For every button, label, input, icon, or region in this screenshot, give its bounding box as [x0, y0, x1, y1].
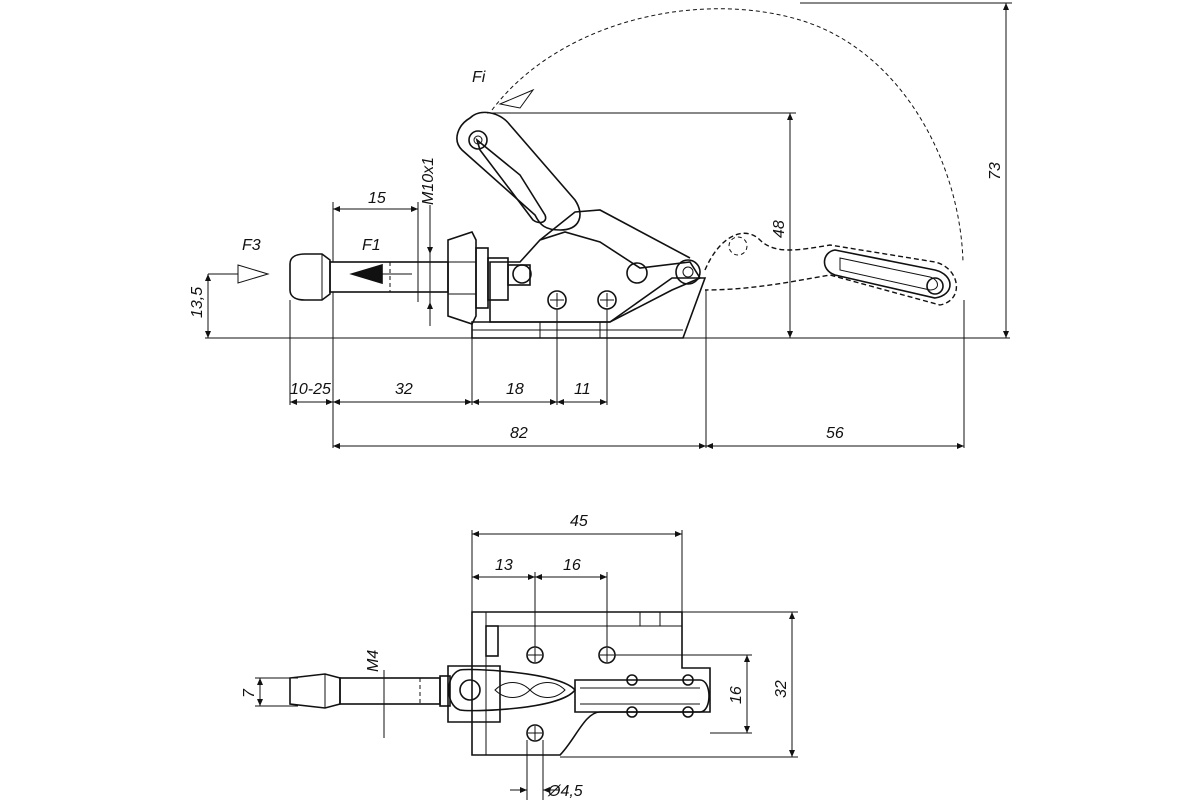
dim-18: 18 — [472, 381, 557, 405]
dim-11: 11 — [557, 381, 607, 405]
pivot-pin-2 — [675, 259, 701, 285]
svg-text:13,5: 13,5 — [189, 287, 206, 318]
svg-text:82: 82 — [510, 425, 528, 442]
top-rod — [339, 675, 451, 707]
force-arrow-f3 — [208, 264, 270, 284]
svg-text:15: 15 — [368, 190, 386, 207]
dim-13: 13 — [472, 557, 535, 580]
dim-48: 48 — [487, 112, 796, 338]
svg-text:7: 7 — [241, 688, 258, 698]
dim-56: 56 — [706, 425, 964, 449]
plunger-rod — [329, 252, 532, 302]
dim-m4: M4 — [365, 650, 385, 738]
handle-closed — [456, 111, 581, 231]
dim-73: 73 — [800, 2, 1012, 338]
clamp-body — [489, 231, 702, 323]
top-handle — [574, 674, 710, 718]
top-base-plate — [471, 611, 711, 756]
mount-hole-2 — [597, 290, 617, 310]
svg-text:32: 32 — [395, 381, 413, 398]
force-arrow-f1 — [349, 263, 412, 285]
handle-open — [704, 232, 957, 306]
top-hole-3 — [526, 724, 544, 742]
top-hole-2 — [598, 646, 616, 664]
svg-text:73: 73 — [987, 162, 1004, 180]
svg-text:48: 48 — [771, 220, 788, 238]
pivot-pin-1 — [626, 262, 648, 284]
link-arm — [539, 209, 691, 259]
dim-7: 7 — [241, 677, 298, 707]
dim-45: 45 — [471, 513, 683, 612]
plunger-tip — [289, 253, 331, 301]
svg-text:18: 18 — [506, 381, 524, 398]
label-f3: F3 — [242, 237, 261, 254]
svg-text:M4: M4 — [365, 650, 382, 672]
svg-text:32: 32 — [773, 680, 790, 698]
svg-text:56: 56 — [826, 425, 844, 442]
dim-10-25: 10-25 — [290, 381, 333, 405]
side-view: Fi F3 F1 15 M10x1 13,5 48 — [189, 2, 1012, 449]
svg-text:16: 16 — [728, 686, 745, 704]
svg-text:45: 45 — [570, 513, 588, 530]
svg-text:11: 11 — [574, 381, 591, 398]
dim-82: 82 — [333, 425, 706, 449]
force-arrow-fi — [498, 88, 535, 109]
dim-16-top: 16 — [535, 557, 607, 580]
hex-nut — [447, 231, 509, 325]
top-hole-1 — [526, 646, 544, 664]
handle-swing-arc — [491, 8, 964, 263]
label-fi: Fi — [472, 69, 486, 86]
dim-32-side: 32 — [560, 611, 798, 758]
dim-hole-diameter: Ø4,5 — [510, 740, 583, 800]
mount-hole-1 — [547, 290, 567, 310]
svg-text:Ø4,5: Ø4,5 — [547, 783, 583, 800]
top-tip — [289, 673, 341, 709]
top-view: M4 7 45 13 16 — [241, 513, 798, 800]
svg-text:M10x1: M10x1 — [420, 157, 437, 205]
dim-m10x1: M10x1 — [420, 157, 437, 326]
dim-15: 15 — [332, 190, 419, 262]
label-f1: F1 — [362, 237, 381, 254]
svg-text:10-25: 10-25 — [290, 381, 331, 398]
svg-text:16: 16 — [563, 557, 581, 574]
top-link — [447, 665, 577, 723]
dim-16-side: 16 — [615, 654, 752, 734]
dim-32: 32 — [333, 381, 472, 405]
svg-text:13: 13 — [495, 557, 513, 574]
base-plate — [471, 277, 707, 339]
dim-13-5: 13,5 — [189, 274, 211, 338]
